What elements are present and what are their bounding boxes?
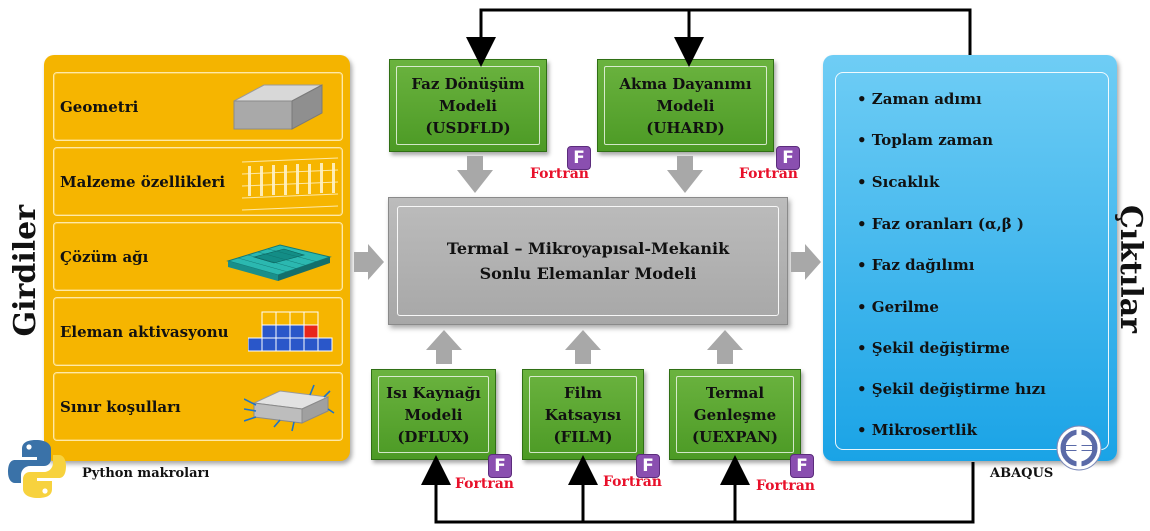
outputs-inner-frame bbox=[835, 72, 1109, 450]
arrow-heat-model-up bbox=[426, 330, 462, 364]
input-mesh: Çözüm ağı bbox=[53, 222, 343, 291]
model-thermal-expansion-line1: Termal bbox=[705, 383, 765, 402]
python-logo-icon bbox=[8, 440, 66, 498]
fortran-label: Fortran bbox=[530, 166, 589, 182]
input-geometry-label: Geometri bbox=[60, 97, 139, 116]
fortran-badge-icon: F bbox=[567, 146, 591, 170]
output-item: • Toplam zaman bbox=[857, 131, 993, 149]
fortran-label: Fortran bbox=[739, 166, 798, 182]
model-yield-strength-line1: Akma Dayanımı bbox=[619, 74, 752, 93]
fortran-label: Fortran bbox=[603, 474, 662, 490]
output-item: • Zaman adımı bbox=[857, 90, 982, 108]
model-yield-strength: Akma Dayanımı Modeli (UHARD) bbox=[597, 59, 774, 152]
model-heat-source-line1: Isı Kaynağı bbox=[386, 383, 481, 402]
model-heat-source-line3: (DFLUX) bbox=[397, 427, 470, 446]
fortran-badge-icon: F bbox=[776, 146, 800, 170]
output-item: • Sıcaklık bbox=[857, 173, 940, 191]
python-label: Python makroları bbox=[82, 466, 210, 481]
model-yield-strength-line3: (UHARD) bbox=[646, 118, 725, 137]
fem-model-line2: Sonlu Elemanlar Modeli bbox=[479, 264, 697, 283]
model-thermal-expansion: Termal Genleşme (UEXPAN) bbox=[669, 369, 801, 460]
fortran-label: Fortran bbox=[455, 476, 514, 492]
output-item: • Şekil değiştirme hızı bbox=[857, 380, 1046, 398]
fortran-badge-icon: F bbox=[790, 454, 814, 478]
fortran-label: Fortran bbox=[756, 478, 815, 494]
abaqus-logo-icon bbox=[1056, 425, 1102, 471]
output-item: • Gerilme bbox=[857, 298, 939, 316]
feedback-loops bbox=[421, 8, 975, 524]
arrow-yield-model-down bbox=[667, 156, 703, 193]
model-film-coefficient-line2: Katsayısı bbox=[544, 405, 622, 424]
input-element-activation-label: Eleman aktivasyonu bbox=[60, 322, 229, 341]
arrow-expansion-model-up bbox=[707, 330, 743, 364]
fortran-badge-icon: F bbox=[488, 454, 512, 478]
input-element-activation: Eleman aktivasyonu bbox=[53, 297, 343, 366]
arrow-film-model-up bbox=[565, 330, 601, 364]
input-material-label: Malzeme özellikleri bbox=[60, 172, 226, 191]
model-phase-transformation-line1: Faz Dönüşüm bbox=[411, 74, 525, 93]
mesh-icon bbox=[226, 244, 332, 281]
model-film-coefficient: Film Katsayısı (FILM) bbox=[522, 369, 644, 460]
model-film-coefficient-line1: Film bbox=[564, 383, 602, 402]
model-yield-strength-line2: Modeli bbox=[656, 96, 715, 115]
output-item: • Faz oranları (α,β ) bbox=[857, 215, 1025, 233]
model-film-coefficient-line3: (FILM) bbox=[553, 427, 613, 446]
output-item: • Şekil değiştirme bbox=[857, 339, 1010, 357]
model-thermal-expansion-line3: (UEXPAN) bbox=[692, 427, 778, 446]
input-material: Malzeme özellikleri bbox=[53, 147, 343, 216]
outputs-panel bbox=[823, 55, 1117, 461]
model-phase-transformation-line3: (USDFLD) bbox=[425, 118, 511, 137]
fem-model-box: Termal – Mikroyapısal-Mekanik Sonlu Elem… bbox=[388, 197, 788, 325]
geometry-block-icon bbox=[233, 84, 323, 130]
element-activation-icon bbox=[248, 311, 333, 352]
arrow-phase-model-down bbox=[457, 156, 493, 193]
input-boundary-conditions-label: Sınır koşulları bbox=[60, 397, 181, 416]
model-phase-transformation-line2: Modeli bbox=[438, 96, 498, 115]
fem-model-line1: Termal – Mikroyapısal-Mekanik bbox=[446, 239, 730, 258]
abaqus-label: ABAQUS bbox=[990, 466, 1054, 481]
output-item: • Mikrosertlik bbox=[857, 421, 978, 439]
arrow-model-to-outputs bbox=[791, 244, 821, 280]
boundary-conditions-icon bbox=[244, 384, 335, 432]
model-heat-source-line2: Modeli bbox=[404, 405, 463, 424]
material-table-icon bbox=[241, 157, 339, 211]
outputs-title: Çıktılar bbox=[1113, 205, 1148, 333]
output-item: • Faz dağılımı bbox=[857, 256, 975, 274]
input-geometry: Geometri bbox=[53, 72, 343, 141]
fortran-badge-icon: F bbox=[636, 454, 660, 478]
input-boundary-conditions: Sınır koşulları bbox=[53, 372, 343, 441]
input-mesh-label: Çözüm ağı bbox=[60, 247, 149, 266]
arrow-inputs-to-model bbox=[354, 244, 384, 280]
flow-arrows bbox=[354, 156, 821, 364]
model-thermal-expansion-line2: Genleşme bbox=[693, 405, 777, 424]
